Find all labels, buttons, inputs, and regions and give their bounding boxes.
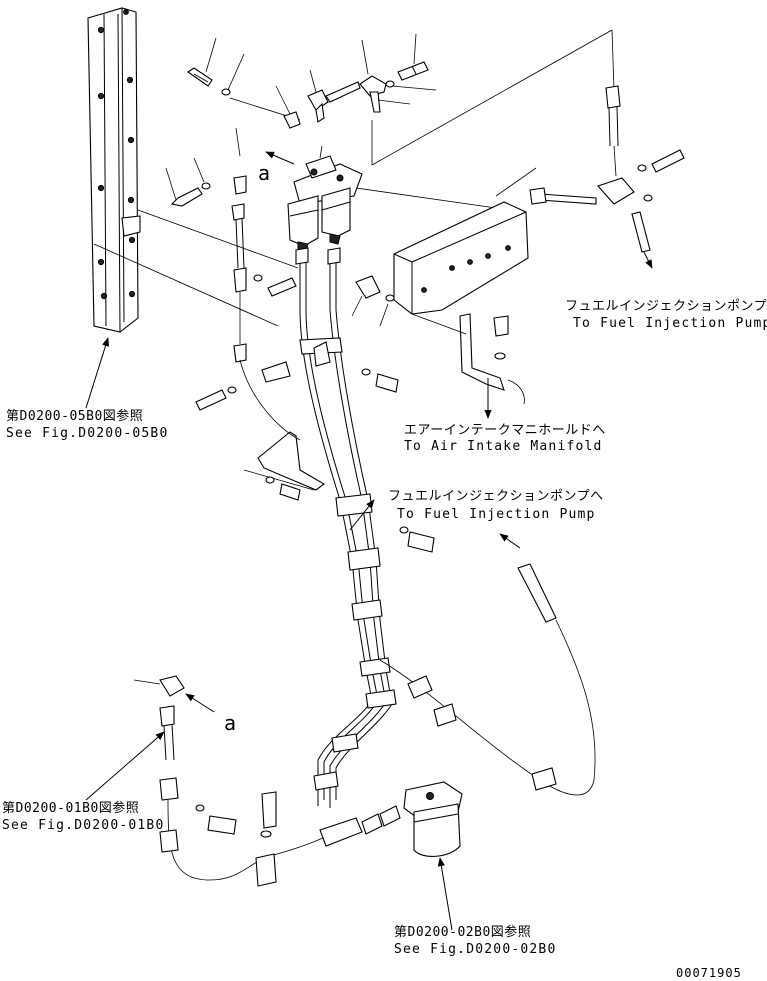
view-a-marker-bottom: a [224,711,236,735]
label-jp: 第D0200-01B0図参照 [2,800,139,816]
label-to-air-intake: エアーインテークマニホールドへ To Air Intake Manifold [404,423,606,454]
label-jp: 第D0200-02B0図参照 [394,924,531,940]
label-jp: 第D0200-05B0図参照 [6,408,143,424]
lower-left-assembly [133,675,401,887]
label-en: To Fuel Injection Pump [573,316,767,331]
label-en: To Fuel Injection Pump [397,507,596,522]
label-ref-05b0: 第D0200-05B0図参照 See Fig.D0200-05B0 [6,408,168,441]
secondary-fuel-filter [403,781,463,857]
label-en: See Fig.D0200-05B0 [6,426,168,441]
label-ref-02b0: 第D0200-02B0図参照 See Fig.D0200-02B0 [394,924,556,957]
main-fuel-hoses [295,247,397,808]
label-to-fuel-pump-mid: フュエルインジェクションポンプへ To Fuel Injection Pump [388,489,604,522]
label-en: See Fig.D0200-02B0 [394,942,556,957]
leader-arrows [85,151,653,931]
air-intake-bracket [351,167,537,405]
lower-return-line [239,359,596,796]
top-bolts [187,33,437,123]
label-en: See Fig.D0200-01B0 [2,818,164,833]
frame-bracket [87,7,141,333]
right-return-line [529,85,685,253]
upper-left-hose [231,85,301,363]
label-jp: フュエルインジェクションポンプへ [388,489,604,504]
label-jp: エアーインテークマニホールドへ [404,423,606,438]
label-ref-01b0: 第D0200-01B0図参照 See Fig.D0200-01B0 [2,800,164,833]
label-to-fuel-pump-top: フュエルインジェクションポンプへ To Fuel Injection Pump [565,299,767,331]
drawing-number: 00071905 [676,966,742,980]
label-jp: フュエルインジェクションポンプへ [565,299,767,314]
left-bolts [165,157,297,411]
middle-bracket [243,341,435,553]
label-en: To Air Intake Manifold [404,439,603,454]
view-a-marker-top: a [258,161,270,185]
fuel-filter-assembly [287,145,363,253]
